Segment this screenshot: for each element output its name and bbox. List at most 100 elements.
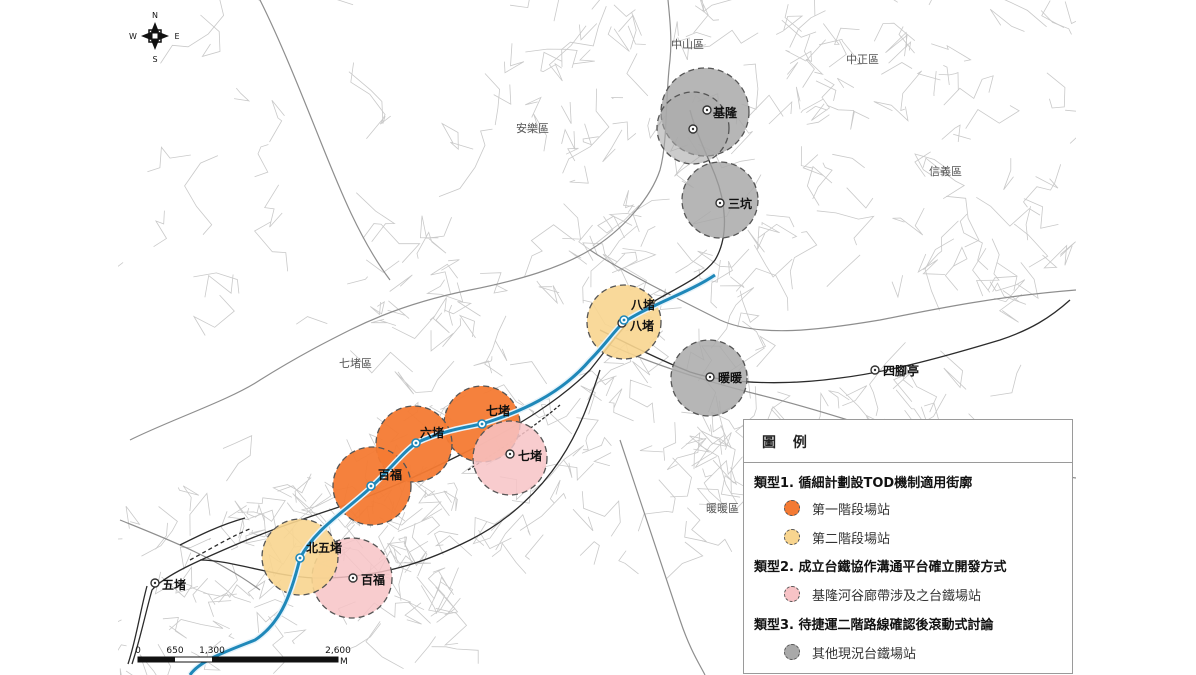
street-segment <box>670 457 692 498</box>
street-segment <box>885 31 908 57</box>
legend-swatch-valley-tra <box>784 586 800 602</box>
district-label-xinyi: 信義區 <box>929 164 962 178</box>
street-segment <box>548 25 587 82</box>
street-segment <box>378 541 413 565</box>
street-segment <box>753 244 793 278</box>
street-segment <box>944 246 968 291</box>
street-segment <box>784 4 802 32</box>
street-segment <box>213 584 251 600</box>
street-segment <box>800 146 814 169</box>
street-segment <box>254 144 269 178</box>
street-segment <box>350 350 413 374</box>
street-segment <box>989 279 1026 303</box>
street-segment <box>437 567 459 591</box>
street-segment <box>1069 137 1076 144</box>
street-segment <box>1040 10 1072 35</box>
scale-unit: M <box>340 657 348 667</box>
street-segment <box>1025 206 1031 241</box>
street-segment <box>356 192 396 242</box>
street-segment <box>427 567 446 614</box>
legend-label-other-tra: 其他現況台鐵場站 <box>812 647 917 662</box>
street-segment <box>987 275 1018 291</box>
street-segment <box>408 601 431 624</box>
street-segment <box>735 267 789 311</box>
street-segment <box>443 490 458 511</box>
street-segment <box>685 437 707 470</box>
street-segment <box>587 375 617 401</box>
street-segment <box>1065 109 1076 112</box>
street-segment <box>976 196 1041 227</box>
station-labels: 基隆 三坑 八堵 八堵 暖暖 四腳亭 七堵 七堵 六堵 百福 百福 北五堵 五堵 <box>162 105 919 592</box>
street-segment <box>246 497 286 522</box>
street-segment <box>582 123 599 146</box>
street-segment <box>517 399 573 435</box>
street-segment <box>168 619 230 631</box>
station-label-qidu-tra: 七堵 <box>518 448 542 463</box>
street-segment <box>689 435 711 453</box>
street-segment <box>976 238 1000 297</box>
legend-panel: 圖 例 類型1. 循細計劃設TOD機制適用街廓 第一階段場站 第二階段場站 類型… <box>743 419 1073 674</box>
street-segment <box>1023 198 1059 229</box>
street-segment <box>581 436 612 454</box>
street-segment <box>938 72 959 91</box>
station-label-badu-tra: 八堵 <box>629 318 654 333</box>
street-segment <box>301 495 338 515</box>
street-segment <box>898 26 915 54</box>
street-segment <box>118 644 127 651</box>
street-segment <box>190 640 222 671</box>
legend-swatch-phase2 <box>784 529 800 545</box>
street-segment <box>524 224 575 278</box>
map-canvas[interactable]: 中山區 中正區 安樂區 信義區 七堵區 暖暖區 基隆 三坑 八堵 八堵 暖暖 四… <box>118 0 1076 675</box>
street-segment <box>562 88 610 174</box>
street-segment <box>524 534 544 560</box>
street-segment <box>561 6 607 67</box>
street-segment <box>701 9 720 21</box>
street-segment <box>435 607 468 646</box>
street-segment <box>931 43 972 62</box>
street-segment <box>608 212 642 226</box>
street-segment <box>576 417 599 451</box>
street-segment <box>685 31 712 38</box>
street-segment <box>404 602 422 625</box>
legend-label-phase2: 第二階段場站 <box>812 532 891 547</box>
street-segment <box>697 248 750 268</box>
street-segment <box>141 506 178 557</box>
street-segment <box>540 398 581 426</box>
street-segment <box>700 430 723 455</box>
street-segment <box>563 459 573 478</box>
district-label-anle: 安樂區 <box>516 121 549 135</box>
street-segment <box>703 456 743 506</box>
street-segment <box>1022 164 1062 208</box>
street-segment <box>247 579 282 600</box>
street-segment <box>214 580 252 603</box>
street-segment <box>192 578 208 603</box>
street-segment <box>391 315 435 339</box>
legend-divider <box>744 462 1072 463</box>
street-segment <box>757 223 798 239</box>
street-segment <box>789 50 815 88</box>
street-segment <box>755 335 776 368</box>
legend-type-2: 類型2. 成立台鐵協作溝通平台確立開發方式 <box>754 560 1007 575</box>
street-segment <box>153 210 168 248</box>
street-segment <box>822 23 860 45</box>
street-segment <box>895 389 947 423</box>
station-label-baifu-mrt: 百福 <box>378 467 402 482</box>
street-segment <box>418 491 443 522</box>
street-segment <box>741 63 759 110</box>
street-segment <box>426 279 464 303</box>
street-segment <box>592 216 614 247</box>
street-segment <box>786 62 799 80</box>
street-segment <box>941 124 961 142</box>
street-segment <box>803 34 824 75</box>
street-segment <box>416 231 447 259</box>
street-segment <box>720 467 741 498</box>
street-segment <box>220 511 239 551</box>
street-segment <box>408 540 429 567</box>
street-segment <box>789 231 818 290</box>
street-segment <box>663 422 677 461</box>
station-buffers <box>261 67 759 619</box>
street-segment <box>510 361 548 385</box>
street-segment <box>611 248 657 274</box>
street-segment <box>607 26 630 52</box>
street-segment <box>873 101 909 122</box>
